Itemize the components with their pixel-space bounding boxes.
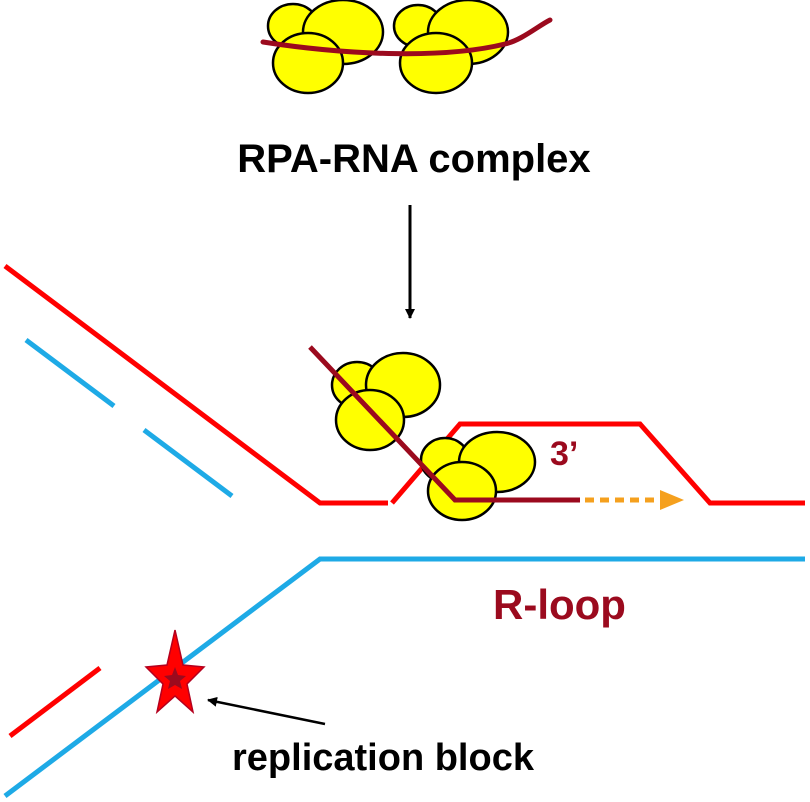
complex-label: RPA-RNA complex (237, 137, 590, 181)
template-strand-bottom (3, 556, 805, 798)
rpa-protein-cluster-rloop-lower (419, 430, 537, 522)
rloop-label: R-loop (493, 581, 626, 628)
rpa-protein-cluster-rloop-upper (330, 351, 442, 452)
parental-strand-top (3, 264, 388, 506)
nascent-strand-lower (8, 666, 102, 738)
block-pointer-arrow (207, 696, 326, 726)
nascent-strand-upper-2 (142, 428, 234, 498)
three-prime-label: 3’ (550, 435, 578, 473)
replication-block-label: replication block (232, 737, 535, 779)
replication-block-star-core (164, 667, 186, 689)
rna-strand-rloop (308, 345, 580, 503)
rna-extension-arrowhead (660, 490, 684, 510)
nascent-strand-upper-1 (24, 338, 116, 408)
rna-strand-top (260, 17, 553, 57)
rpa-rna-complex-top (260, 0, 553, 95)
